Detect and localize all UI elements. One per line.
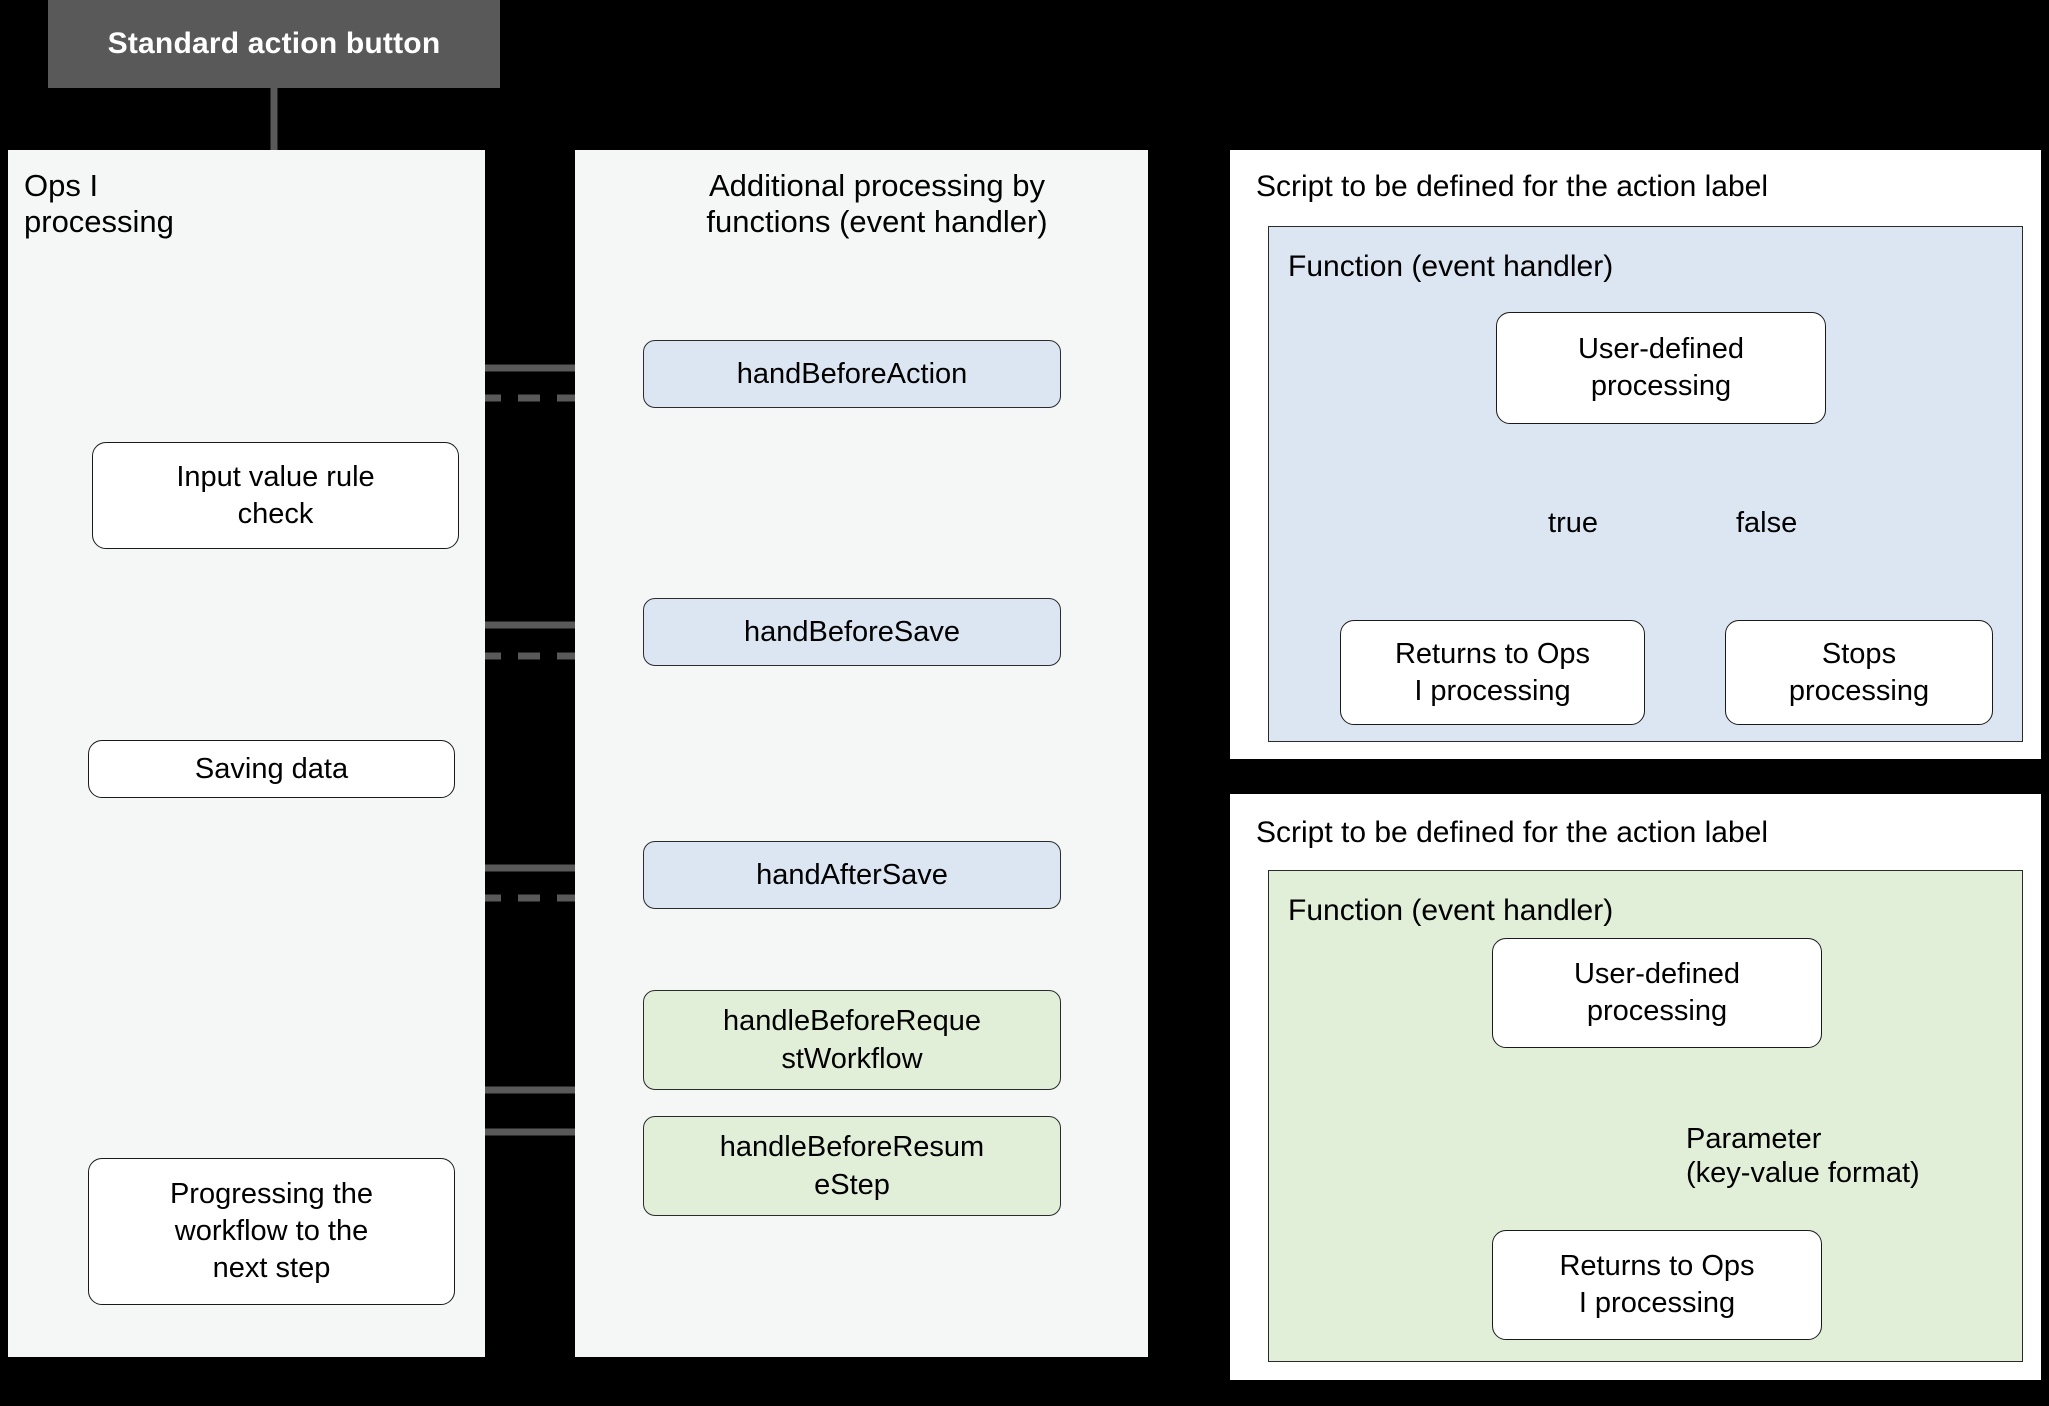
branch-label-false: false xyxy=(1736,507,1798,539)
branch-label-true: true xyxy=(1548,507,1598,539)
handler-chip-handBeforeSave[interactable]: handBeforeSave xyxy=(643,598,1061,666)
left-panel-title: Ops I processing xyxy=(24,168,174,239)
handler-chip-handBeforeAction[interactable]: handBeforeAction xyxy=(643,340,1061,408)
node-green-user-defined-processing: User-defined processing xyxy=(1492,938,1822,1048)
node-green-returns-to-ops: Returns to Ops I processing xyxy=(1492,1230,1822,1340)
standard-action-button-label: Standard action button xyxy=(107,27,441,60)
right-panel-blue-subtitle: Function (event handler) xyxy=(1288,250,1614,283)
right-panel-blue-title: Script to be defined for the action labe… xyxy=(1256,170,1768,203)
node-progressing-workflow: Progressing the workflow to the next ste… xyxy=(88,1158,455,1305)
node-input-value-rule-check: Input value rule check xyxy=(92,442,459,549)
node-blue-stops-processing: Stops processing xyxy=(1725,620,1993,725)
node-saving-data: Saving data xyxy=(88,740,455,798)
standard-action-button[interactable]: Standard action button xyxy=(48,0,500,88)
node-blue-returns-to-ops: Returns to Ops I processing xyxy=(1340,620,1645,725)
node-blue-user-defined-processing: User-defined processing xyxy=(1496,312,1826,424)
handler-chip-handAfterSave[interactable]: handAfterSave xyxy=(643,841,1061,909)
handler-chip-handleBeforeResumeStep[interactable]: handleBeforeResum eStep xyxy=(643,1116,1061,1216)
right-panel-green-title: Script to be defined for the action labe… xyxy=(1256,816,1768,849)
center-panel-title: Additional processing by functions (even… xyxy=(706,168,1048,239)
right-panel-green-subtitle: Function (event handler) xyxy=(1288,894,1614,927)
edge-label-parameter: Parameter (key-value format) xyxy=(1686,1123,1920,1189)
handler-chip-handleBeforeRequestWorkflow[interactable]: handleBeforeReque stWorkflow xyxy=(643,990,1061,1090)
